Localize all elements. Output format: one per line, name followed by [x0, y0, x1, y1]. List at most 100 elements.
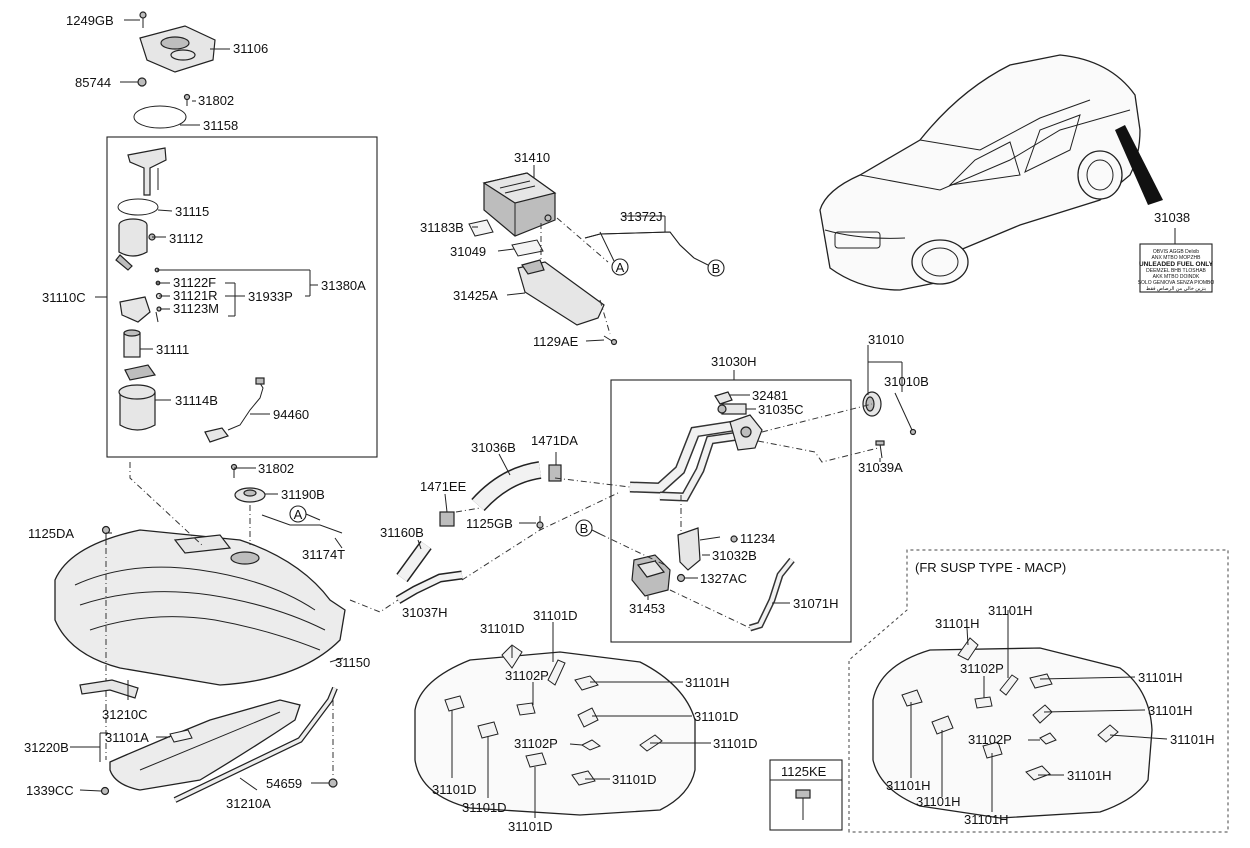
- bolt-11234-icon[interactable]: [730, 535, 738, 543]
- fuel-label-line: ANX MTBO MOPZHB: [1152, 255, 1202, 261]
- tank-outline-pads-std: [414, 651, 696, 816]
- label-1327ac: 1327AC: [700, 571, 747, 586]
- bolt-1249gb-icon[interactable]: [139, 11, 147, 28]
- label-31010b: 31010B: [884, 374, 929, 389]
- clamp-1471ee-icon[interactable]: [439, 511, 455, 527]
- bolt-31039a-icon[interactable]: [875, 440, 885, 459]
- flange-31190b-icon[interactable]: [234, 487, 266, 503]
- filler-neck-assembly-box: [610, 379, 852, 643]
- label-1471da: 1471DA: [531, 433, 578, 448]
- label-31123m: 31123M: [173, 301, 219, 316]
- vehicle-outline-icon: [819, 54, 1163, 291]
- label-31101d-5: 31101D: [432, 782, 477, 797]
- pump-bracket-icon[interactable]: [127, 147, 167, 196]
- reservoir-31114b-icon[interactable]: [118, 364, 157, 431]
- label-31038: 31038: [1154, 210, 1190, 225]
- hose-31071h-icon[interactable]: [748, 557, 795, 632]
- clamp-1471da-icon[interactable]: [548, 464, 562, 482]
- ref-circle-b-1: [707, 259, 725, 277]
- valve-32481-icon[interactable]: [714, 391, 733, 405]
- valve-31035c-icon[interactable]: [717, 403, 747, 415]
- label-1125ke: 1125KE: [781, 764, 827, 779]
- bolt-1125da-icon[interactable]: [101, 525, 111, 546]
- strap-31210a-icon[interactable]: [173, 686, 338, 803]
- label-31101a: 31101A: [105, 730, 149, 745]
- label-1125gb: 1125GB: [466, 516, 513, 531]
- pump-cover-plate-icon[interactable]: [139, 25, 216, 73]
- label-31101d-4: 31101D: [713, 736, 758, 751]
- filter-31453-icon[interactable]: [631, 554, 671, 597]
- nut-1327ac-icon[interactable]: [676, 573, 686, 583]
- ref-b-label-1: B: [712, 261, 721, 276]
- label-1129ae: 1129AE: [533, 334, 579, 349]
- label-31037h: 31037H: [402, 605, 448, 620]
- fuel-label-line: DEEMZEL BHB TLOSHAB: [1146, 268, 1206, 274]
- bolt-1125gb-icon[interactable]: [536, 516, 544, 530]
- ref-circle-b-2: [575, 519, 593, 537]
- bolt-1339cc-icon[interactable]: [100, 786, 110, 796]
- label-m31102p-1: 31102P: [960, 661, 1004, 676]
- label-1471ee: 1471EE: [420, 479, 467, 494]
- bolt-1129ae-icon[interactable]: [603, 335, 618, 346]
- nut-85744-icon[interactable]: [137, 77, 147, 87]
- fuel-label-line: SOLO GENIOVA SENZA PIOMBO: [1138, 280, 1215, 286]
- sender-94460-icon[interactable]: [204, 377, 265, 443]
- bracket-31032b-icon[interactable]: [677, 527, 721, 571]
- bolt-31802-top-icon[interactable]: [183, 93, 191, 107]
- fuel-label-line: بنزين خالي من الرصاص فقط: [1146, 286, 1206, 292]
- fuel-label-line: UNLEADED FUEL ONLY: [1139, 261, 1214, 268]
- pad-31183b-icon[interactable]: [468, 219, 494, 237]
- bolt-1125ke-icon[interactable]: [795, 789, 811, 820]
- label-31802-mid: 31802: [258, 461, 294, 476]
- filler-neck-pipe-icon[interactable]: [629, 414, 763, 502]
- fuel-tank-31150-icon[interactable]: [54, 529, 346, 686]
- label-31106: 31106: [233, 41, 268, 56]
- label-11234: 11234: [740, 531, 775, 546]
- pipe-31160b-icon[interactable]: [396, 540, 432, 583]
- hose-31036b-icon[interactable]: [471, 461, 542, 512]
- label-31101d-8: 31101D: [508, 819, 553, 834]
- regulator-icon[interactable]: [119, 296, 159, 323]
- label-31102p-2: 31102P: [514, 736, 558, 751]
- label-31114b: 31114B: [175, 393, 218, 408]
- label-31111: 31111: [156, 342, 189, 357]
- fuel-label-line: AKK MTBO DOINDK: [1153, 274, 1200, 280]
- pad-31101a-icon[interactable]: [169, 729, 193, 743]
- label-31032b: 31032B: [712, 548, 757, 563]
- heat-shield-31220b-icon[interactable]: [109, 699, 301, 791]
- filter-31112-icon[interactable]: [115, 218, 156, 271]
- bracket-31425a-icon[interactable]: [517, 259, 605, 326]
- label-31010: 31010: [868, 332, 904, 347]
- tether-31010b-icon[interactable]: [894, 392, 917, 436]
- part-labels: 1249GB 31106 85744 31802 31158 31115 311…: [24, 13, 1215, 834]
- pad-31049-icon[interactable]: [511, 239, 544, 257]
- label-m31101h-3: 31101H: [1138, 670, 1183, 685]
- gasket-ring-31158-icon[interactable]: [133, 105, 187, 129]
- pads-macp[interactable]: [901, 637, 1119, 781]
- nut-54659-icon[interactable]: [328, 778, 338, 788]
- hose-31037h-icon[interactable]: [395, 570, 463, 604]
- label-31190b: 31190B: [281, 487, 325, 502]
- label-31049: 31049: [450, 244, 486, 259]
- label-94460: 94460: [273, 407, 309, 422]
- fuel-label-31038-icon[interactable]: [1139, 243, 1213, 293]
- label-m31101h-1: 31101H: [935, 616, 980, 631]
- pump-motor-31111-icon[interactable]: [123, 329, 141, 358]
- leader-lines: [70, 19, 1176, 818]
- hose-31174t-icon[interactable]: [261, 514, 343, 534]
- bolt-1125ke-box: [769, 759, 843, 831]
- label-31220b: 31220B: [24, 740, 69, 755]
- label-31210a: 31210A: [226, 796, 271, 811]
- label-31101d-1: 31101D: [480, 621, 525, 636]
- canister-31410-icon[interactable]: [482, 172, 557, 237]
- label-m31101h-4: 31101H: [1148, 703, 1193, 718]
- strap-31210c-icon[interactable]: [79, 679, 139, 699]
- hose-31372j-icon[interactable]: [584, 231, 695, 259]
- label-m31101h-7: 31101H: [1067, 768, 1112, 783]
- macp-variant-box: [848, 549, 1229, 833]
- bolt-31802-mid-icon[interactable]: [230, 463, 238, 479]
- label-31101d-2: 31101D: [533, 608, 578, 623]
- label-31122f: 31122F: [173, 275, 216, 290]
- label-31410: 31410: [514, 150, 550, 165]
- o-ring-31115-icon[interactable]: [117, 198, 159, 216]
